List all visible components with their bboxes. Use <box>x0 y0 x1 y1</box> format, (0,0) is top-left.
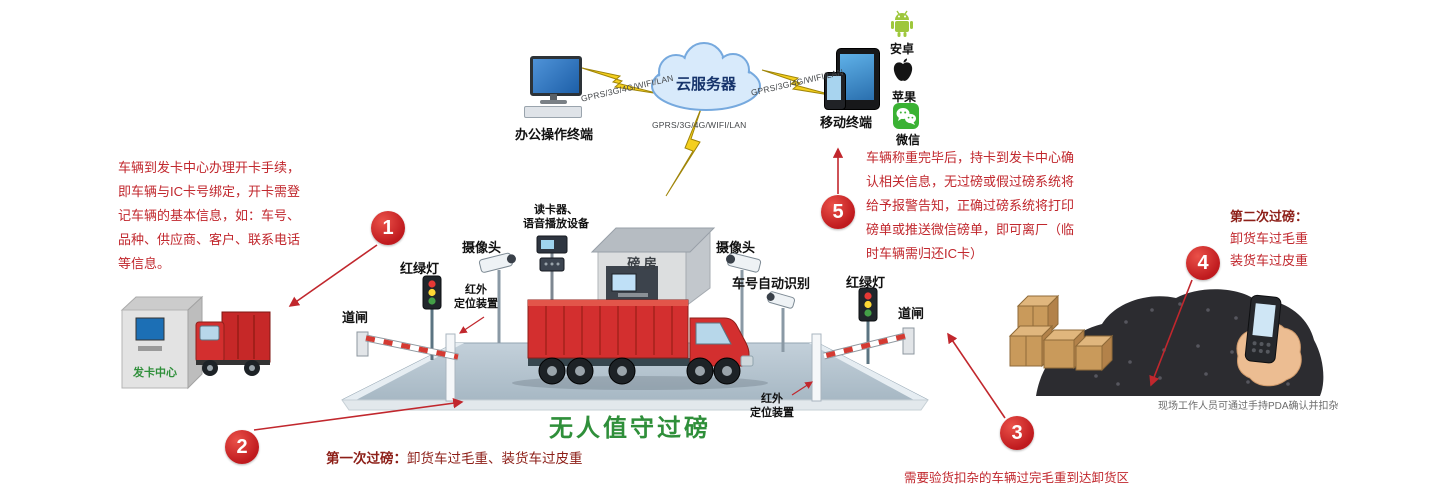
hand-with-pda-icon <box>1236 294 1302 387</box>
wechat-icon <box>892 102 920 130</box>
android-label: 安卓 <box>889 42 914 56</box>
infrared-post-left <box>445 333 456 402</box>
infrared-left-line2: 定位装置 <box>454 298 498 310</box>
step-1-badge: 1 <box>371 211 405 245</box>
camera-left-label: 摄像头 <box>462 240 502 255</box>
step-5-badge: 5 <box>821 195 855 229</box>
link-label-mid: GPRS/3G/4G/WIFI/LAN <box>652 120 747 130</box>
second-weigh-note: 第二次过磅： 卸货车过毛重 装货车过皮重 <box>1230 206 1308 272</box>
weigh-house-label: 磅 房 <box>627 256 657 271</box>
cloud-server-icon: 云服务器 <box>651 42 761 111</box>
camera-right-label: 摄像头 <box>716 240 756 255</box>
monitor-base <box>540 100 567 104</box>
truck-at-card-center-icon <box>195 311 271 376</box>
weighing-complete-note: 车辆称重完毕后，持卡到发卡中心确 认相关信息，无过磅或假过磅系统将 给予报警告知… <box>866 150 1075 261</box>
infrared-right-label: 红外 定位装置 <box>742 392 802 420</box>
card-center-building-icon <box>120 295 204 390</box>
page-title: 无人值守过磅 <box>549 415 711 442</box>
first-weigh-note: 第一次过磅：卸货车过毛重、装货车过皮重 <box>326 447 583 467</box>
monitor-stand <box>550 94 557 100</box>
second-weigh-title: 第二次过磅： <box>1230 209 1309 224</box>
second-weigh-line2: 装货车过皮重 <box>1230 253 1309 268</box>
step-3-badge: 3 <box>1000 416 1034 450</box>
second-weigh-line1: 卸货车过毛重 <box>1230 231 1309 246</box>
traffic-light-right-label: 红绿灯 <box>846 275 886 290</box>
keyboard <box>524 106 582 118</box>
step-2-badge: 2 <box>225 430 259 464</box>
gate-right-label: 道闸 <box>898 306 925 321</box>
monitor-screen <box>530 56 582 96</box>
first-weigh-body: 卸货车过毛重、装货车过皮重 <box>407 451 583 466</box>
card-registration-note: 车辆到发卡中心办理开卡手续， 即车辆与IC卡号绑定，开卡需登 记车辆的基本信息，… <box>118 160 301 271</box>
camera-left-icon <box>478 252 516 343</box>
infrared-right-line2: 定位装置 <box>750 407 794 419</box>
phone-screen <box>827 76 841 100</box>
truck-on-scale-icon <box>512 299 768 390</box>
cloud-server-label: 云服务器 <box>676 75 737 93</box>
card-reader-device-icon <box>536 235 568 302</box>
unload-area-note: 需要验货扣杂的车辆过完毛重到达卸货区 <box>904 471 1130 485</box>
camera-right-icon <box>726 252 762 343</box>
traffic-light-left-label: 红绿灯 <box>400 261 440 276</box>
cargo-boxes-icon <box>1008 294 1114 372</box>
apple-icon <box>890 56 916 86</box>
reader-label-line2: 语音播放设备 <box>523 218 589 230</box>
reader-label-line1: 读卡器、 <box>534 204 578 216</box>
mobile-terminal-label: 移动终端 <box>819 115 872 130</box>
step-4-badge: 4 <box>1186 246 1220 280</box>
pda-caption: 现场工作人员可通过手持PDA确认并扣杂 <box>1158 401 1339 412</box>
infrared-post-right <box>811 333 822 402</box>
office-computer-icon <box>524 56 584 118</box>
barrier-gate-left-icon <box>356 331 459 361</box>
apple-label: 苹果 <box>891 90 916 104</box>
infrared-right-line1: 红外 <box>761 393 783 405</box>
wechat-label: 微信 <box>895 133 920 147</box>
office-terminal-label: 办公操作终端 <box>514 127 593 142</box>
plate-recognition-label: 车号自动识别 <box>732 276 811 291</box>
android-icon <box>888 8 916 38</box>
first-weigh-title: 第一次过磅： <box>326 451 407 466</box>
infrared-left-label: 红外 定位装置 <box>448 283 504 311</box>
step-arrow-lines <box>253 147 1193 431</box>
infrared-left-line1: 红外 <box>465 284 487 296</box>
plate-recognition-camera-icon <box>766 291 796 352</box>
mobile-terminal-icon <box>824 48 890 112</box>
weigh-house-icon <box>590 227 716 307</box>
barrier-gate-right-icon <box>823 327 915 360</box>
card-center-label: 发卡中心 <box>133 367 177 379</box>
gate-left-label: 道闸 <box>342 310 369 325</box>
traffic-light-right-icon <box>858 287 878 364</box>
reader-label: 读卡器、 语音播放设备 <box>512 203 600 231</box>
